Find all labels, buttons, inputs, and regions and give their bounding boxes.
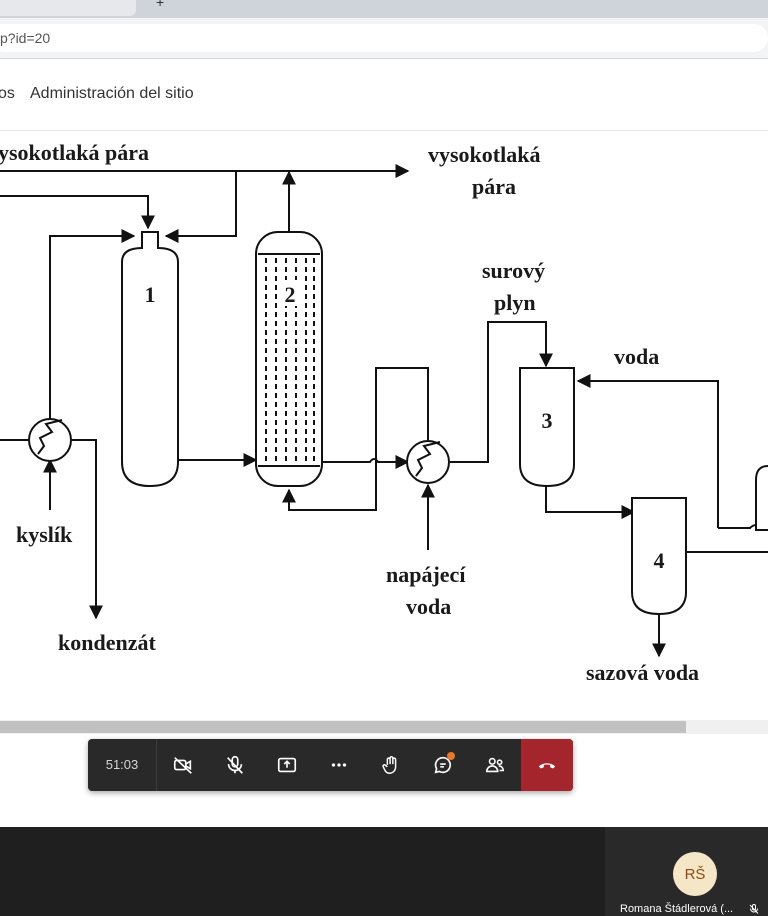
participants-strip: RŠ Romana Štádlerová (... (0, 827, 768, 916)
participant-mic-off-icon (749, 904, 759, 914)
share-screen-icon (277, 757, 297, 773)
site-menu: os Administración del sitio (0, 60, 768, 131)
chat-icon (434, 756, 452, 774)
heat-exchanger-right (406, 440, 450, 484)
mic-button[interactable] (209, 739, 261, 791)
reactor-1-shape (121, 231, 179, 488)
unit-1-label: 1 (145, 282, 156, 307)
address-bar-container: p?id=20 (0, 18, 768, 59)
raise-hand-button[interactable] (365, 739, 417, 791)
phone-hangup-icon (538, 763, 556, 769)
raise-hand-icon (382, 756, 397, 774)
unit-3-label: 3 (542, 408, 553, 433)
meeting-control-bar: 51:03 (88, 739, 573, 791)
unit-3-shape (519, 367, 575, 488)
participants-icon (485, 757, 505, 773)
mic-off-icon (227, 755, 243, 774)
menu-item-partial[interactable]: os (0, 85, 15, 102)
label-hp-steam-right-1: vysokotlaká (428, 142, 540, 167)
share-screen-button[interactable] (261, 739, 313, 791)
tab-title: subCubeuses (4, 0, 77, 2)
label-raw-gas-1: surový (482, 258, 545, 283)
heat-exchanger-left (28, 418, 72, 462)
unit-4-label: 4 (654, 548, 665, 573)
more-dots-icon (331, 763, 347, 767)
label-water: voda (614, 344, 659, 369)
unit-4-shape (631, 497, 687, 616)
label-condensate: kondenzát (58, 630, 156, 655)
more-button[interactable] (313, 739, 365, 791)
horizontal-scrollbar[interactable] (0, 720, 768, 734)
label-hp-steam-right-2: pára (472, 174, 516, 199)
chat-notification-dot (447, 752, 455, 760)
camera-off-icon (173, 757, 192, 774)
address-text: p?id=20 (0, 30, 51, 46)
label-feed-water-2: voda (406, 594, 451, 619)
avatar: RŠ (673, 852, 717, 896)
participants-button[interactable] (469, 739, 521, 791)
label-hp-steam-left: ysokotlaká pára (0, 140, 149, 165)
label-raw-gas-2: plyn (494, 290, 536, 315)
scrollbar-thumb[interactable] (0, 721, 686, 733)
participant-tile[interactable]: RŠ Romana Štádlerová (... (605, 827, 768, 916)
tab-close-icon[interactable]: × (112, 0, 119, 3)
browser-tab-strip: subCubeuses × + (0, 0, 768, 18)
process-diagram: 1 2 3 4 ysokotlaká pára vysokotlaká pára… (0, 140, 768, 685)
chat-button[interactable] (417, 739, 469, 791)
unit-2-label: 2 (285, 282, 296, 307)
menu-item-site-admin[interactable]: Administración del sitio (30, 85, 194, 102)
hang-up-button[interactable] (521, 739, 573, 791)
new-tab-button[interactable]: + (156, 0, 165, 10)
call-timer: 51:03 (88, 739, 157, 791)
camera-button[interactable] (157, 739, 209, 791)
label-soot-water: sazová voda (586, 660, 699, 685)
label-oxygen: kyslík (16, 522, 73, 547)
address-bar[interactable]: p?id=20 (0, 24, 768, 52)
participant-name: Romana Štádlerová (... (620, 903, 734, 915)
label-feed-water-1: napájecí (386, 562, 466, 587)
browser-tab[interactable]: subCubeuses × (0, 0, 136, 16)
